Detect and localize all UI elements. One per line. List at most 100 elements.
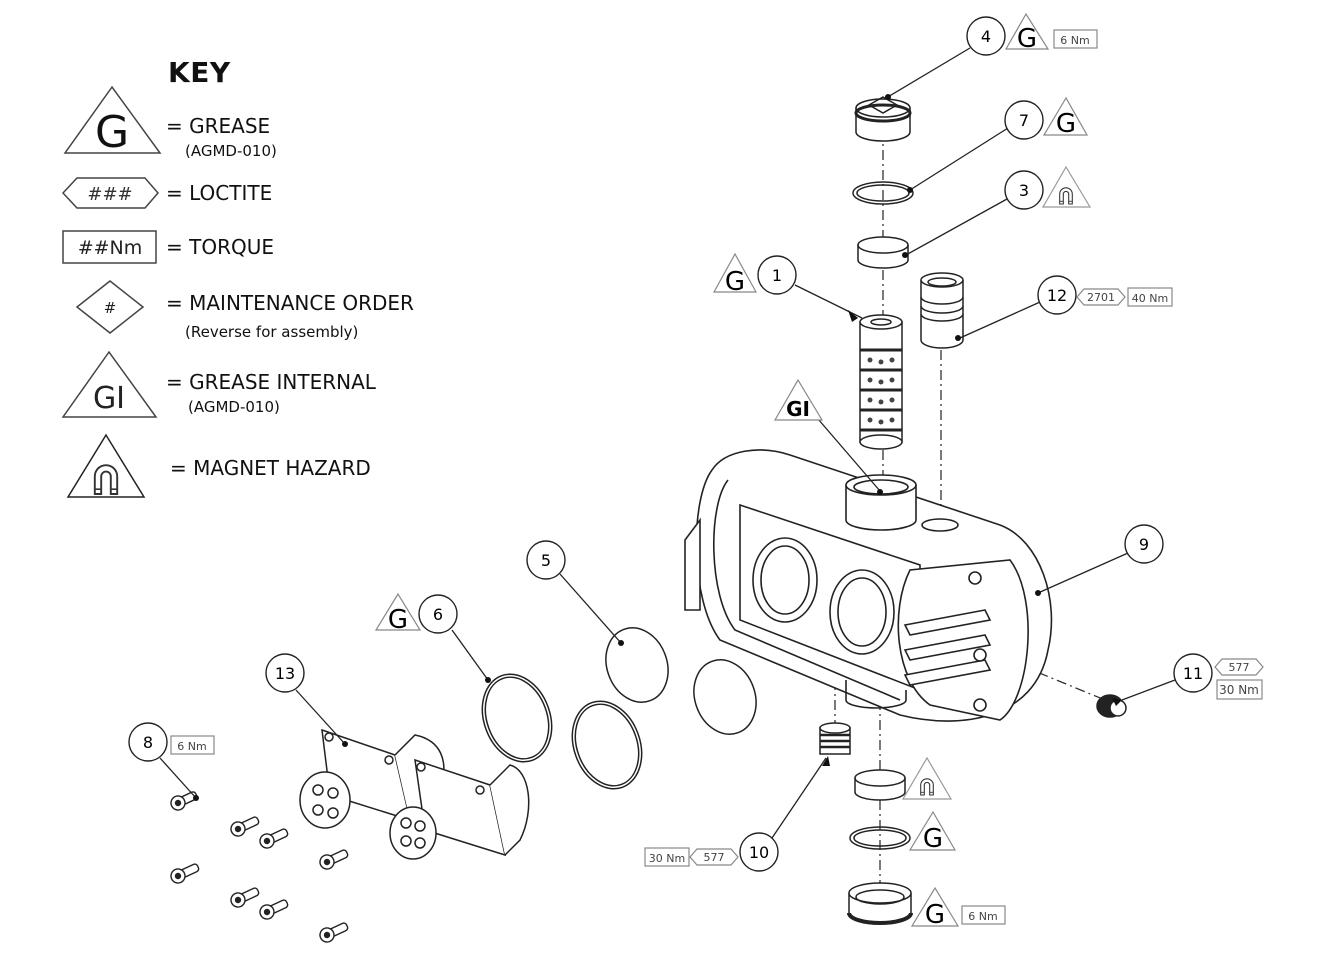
balloon-3[interactable]: 3 (1004, 170, 1044, 210)
torque-tag-4: 6 Nm (1053, 29, 1098, 49)
grease-icon: G (1056, 109, 1076, 139)
leader-lines (159, 47, 1176, 839)
part-7-oring (852, 181, 914, 205)
grease-icon: G (95, 107, 129, 158)
key-label-torque: = TORQUE (166, 235, 274, 259)
part-8-screws (170, 791, 349, 943)
key-symbol-loctite: ### (61, 177, 159, 209)
svg-text:10: 10 (749, 843, 769, 862)
part-13-connectors (299, 728, 530, 860)
svg-text:4: 4 (981, 27, 991, 46)
torque-tag-8: 6 Nm (170, 735, 215, 755)
grease-tag-1: G (712, 252, 758, 297)
loctite-tag-11: 577 (1214, 658, 1264, 676)
grease-icon: G (1017, 24, 1037, 54)
svg-text:8: 8 (143, 733, 153, 752)
svg-text:6 Nm: 6 Nm (1060, 34, 1089, 47)
key-sub-maintenance: (Reverse for assembly) (185, 323, 359, 341)
key-label-maintenance: = MAINTENANCE ORDER (166, 291, 414, 315)
part-4-cap (854, 96, 912, 142)
grease-icon: G (388, 605, 408, 635)
magnet-tag-bottom (901, 756, 953, 800)
magnet-tag-3 (1041, 165, 1092, 208)
key-label-loctite: = LOCTITE (166, 181, 273, 205)
svg-text:6: 6 (433, 605, 443, 624)
loctite-icon: ### (87, 184, 132, 205)
key-symbol-torque: ##Nm (62, 230, 157, 264)
torque-tag-10: 30 Nm (644, 847, 690, 867)
torque-icon: ##Nm (78, 237, 143, 259)
grease-tag-bottom-cap: G (910, 886, 960, 930)
grease-icon: G (923, 824, 943, 854)
svg-text:7: 7 (1019, 111, 1029, 130)
svg-text:12: 12 (1047, 286, 1067, 305)
key-symbol-maintenance: # (75, 280, 145, 334)
grease-internal-tag: GI (773, 378, 824, 421)
svg-text:6 Nm: 6 Nm (968, 910, 997, 923)
svg-text:30 Nm: 30 Nm (1219, 683, 1259, 697)
balloon-7[interactable]: 7 (1004, 100, 1044, 140)
svg-text:13: 13 (275, 664, 295, 683)
key-sub-grease-internal: (AGMD-010) (188, 398, 280, 416)
bottom-cap (847, 882, 913, 925)
grease-tag-bottom-oring: G (908, 810, 957, 854)
loctite-tag-10: 577 (689, 848, 739, 866)
grease-icon: G (925, 900, 945, 930)
part-1-cage (859, 314, 903, 450)
key-sub-grease: (AGMD-010) (185, 142, 277, 160)
grease-internal-icon: GI (786, 397, 810, 421)
magnet-icon (93, 464, 119, 495)
bottom-magnet (854, 769, 906, 801)
oring-middle (571, 700, 643, 790)
key-symbol-magnet (66, 433, 146, 498)
key-label-grease: = GREASE (166, 114, 271, 138)
torque-tag-12: 40 Nm (1127, 287, 1173, 307)
svg-text:2701: 2701 (1087, 291, 1115, 304)
balloon-11[interactable]: 11 (1173, 653, 1213, 693)
svg-text:6 Nm: 6 Nm (177, 740, 206, 753)
svg-text:577: 577 (1229, 661, 1250, 674)
key-symbol-grease-internal: GI (61, 350, 158, 418)
svg-text:40 Nm: 40 Nm (1132, 292, 1168, 305)
balloon-10[interactable]: 10 (739, 832, 779, 872)
svg-text:11: 11 (1183, 664, 1203, 683)
loctite-tag-12: 2701 (1076, 288, 1126, 306)
balloon-6[interactable]: 6 (418, 594, 458, 634)
leader-dots (193, 94, 1122, 801)
part-5-diaphragm (605, 627, 669, 703)
key-label-grease-internal: = GREASE INTERNAL (166, 370, 376, 394)
maintenance-order-icon: # (104, 299, 117, 317)
balloon-8[interactable]: 8 (128, 722, 168, 762)
grease-tag-7: G (1042, 96, 1089, 139)
key-symbol-grease: G (63, 85, 162, 158)
svg-text:1: 1 (772, 266, 782, 285)
oring-right (693, 659, 757, 735)
balloon-12[interactable]: 12 (1037, 275, 1077, 315)
balloon-13[interactable]: 13 (265, 653, 305, 693)
torque-tag-bottom-cap: 6 Nm (961, 905, 1006, 925)
balloon-5[interactable]: 5 (526, 540, 566, 580)
torque-tag-11: 30 Nm (1216, 679, 1263, 700)
part-9-body (684, 449, 1053, 722)
part-6-oring (481, 673, 553, 763)
grease-icon: G (725, 267, 745, 297)
svg-text:3: 3 (1019, 181, 1029, 200)
part-3-magnet (857, 236, 909, 269)
grease-internal-icon: GI (93, 381, 125, 416)
balloon-1[interactable]: 1 (757, 255, 797, 295)
svg-text:30 Nm: 30 Nm (649, 852, 685, 865)
svg-text:5: 5 (541, 551, 551, 570)
part-10-plug (819, 722, 851, 755)
balloon-4[interactable]: 4 (966, 16, 1006, 56)
key-label-magnet: = MAGNET HAZARD (170, 456, 371, 480)
grease-tag-4: G (1004, 12, 1050, 54)
key-title: KEY (168, 56, 231, 89)
balloon-9[interactable]: 9 (1124, 524, 1164, 564)
grease-tag-6: G (374, 592, 422, 635)
svg-text:577: 577 (704, 851, 725, 864)
svg-text:9: 9 (1139, 535, 1149, 554)
part-12-plug (920, 272, 964, 349)
bottom-oring (849, 826, 911, 850)
part-11-plug (1096, 694, 1127, 718)
